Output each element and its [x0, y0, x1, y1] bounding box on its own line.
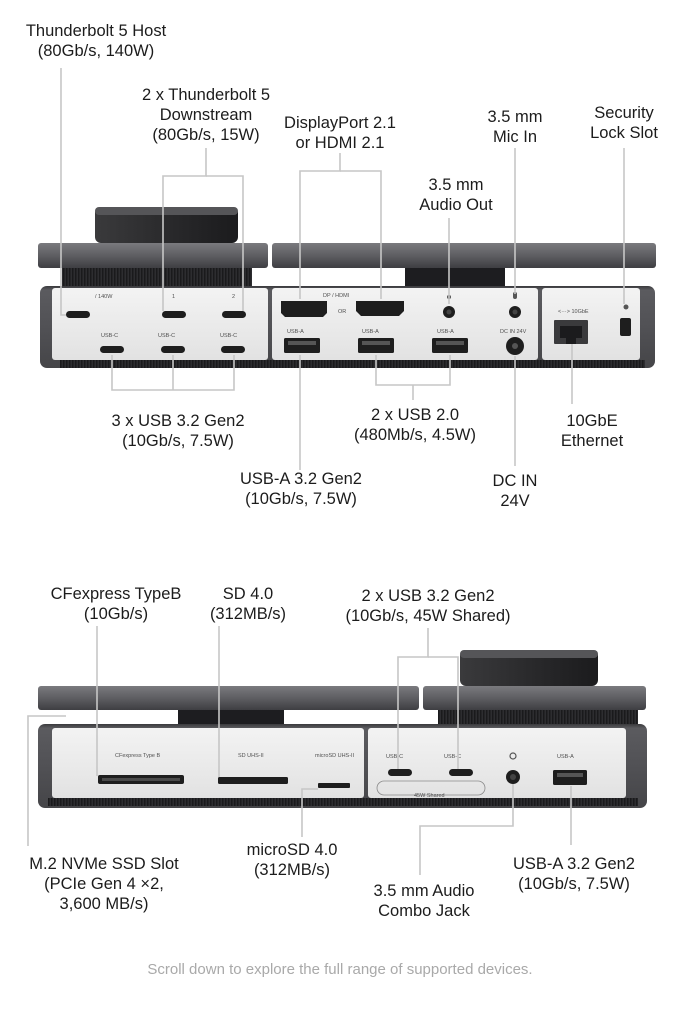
usba-3-text: USB-A — [362, 329, 379, 335]
top-device: / 140W 1 2 USB-C USB-C USB-C DP / HDMI O… — [38, 207, 656, 368]
hdmi-port — [356, 301, 404, 316]
sd-slot — [218, 777, 288, 784]
dp-hdmi-text: DP / HDMI — [323, 293, 350, 299]
microsd-text: microSD UHS-II — [315, 753, 355, 759]
line-tb5-host — [60, 68, 66, 316]
label-usbc-3x: 3 x USB 3.2 Gen2(10Gb/s, 7.5W) — [111, 412, 245, 450]
usbc-port-3 — [100, 346, 124, 353]
headset-icon — [509, 752, 517, 760]
usba-2-text: USB-A — [287, 329, 304, 335]
label-microsd: microSD 4.0(312MB/s) — [246, 841, 338, 879]
tb1-port-text: 1 — [172, 294, 175, 300]
usbc-port-4 — [161, 346, 185, 353]
label-cfexpress: CFexpress TypeB(10Gb/s) — [50, 585, 182, 623]
tb2-port-text: 2 — [232, 294, 235, 300]
eth-speed-text: <···> 10GbE — [558, 309, 589, 315]
callout-lines — [27, 68, 625, 875]
lock-icon — [623, 304, 629, 310]
line-combo — [419, 784, 514, 875]
usbc-1-text: USB-C — [386, 754, 403, 760]
bottom-device: CFexpress Type B SD UHS-II microSD UHS-I… — [38, 650, 647, 808]
usba-port-1 — [553, 770, 587, 785]
usbc-port-2 — [449, 769, 473, 776]
displayport-port — [281, 301, 327, 317]
sd-text: SD UHS-II — [238, 753, 264, 759]
label-usba-gen2-top: USB-A 3.2 Gen2(10Gb/s, 7.5W) — [240, 470, 362, 508]
label-usb20: 2 x USB 2.0(480Mb/s, 4.5W) — [354, 406, 476, 444]
bottom-vent — [438, 710, 638, 726]
label-usbc-pair: 2 x USB 3.2 Gen2(10Gb/s, 45W Shared) — [345, 587, 511, 625]
label-sd: SD 4.0(312MB/s) — [209, 585, 287, 623]
line-hdmi — [340, 170, 382, 299]
line-usbc-pair-2 — [428, 656, 459, 769]
tb5-host-port — [66, 311, 90, 318]
label-tb5-host: Thunderbolt 5 Host(80Gb/s, 140W) — [25, 22, 167, 60]
usbc-port-5 — [221, 346, 245, 353]
tb-host-port-text: / 140W — [95, 294, 113, 300]
mic-icon — [513, 292, 517, 299]
top-knob — [95, 207, 238, 243]
label-usba-gen2-bottom: USB-A 3.2 Gen2(10Gb/s, 7.5W) — [513, 855, 635, 893]
usba-20-port-2 — [432, 338, 468, 353]
security-lock-slot — [620, 318, 631, 336]
usba-gen2-port — [284, 338, 320, 353]
usbc-2-text: USB-C — [444, 754, 461, 760]
microsd-slot — [318, 783, 350, 788]
cfexpress-text: CFexpress Type B — [115, 753, 160, 759]
line-m2 — [27, 715, 66, 846]
tb5-downstream-port-2 — [222, 311, 246, 318]
top-vent — [62, 268, 252, 288]
or-text: OR — [338, 309, 346, 315]
bottom-knob — [460, 650, 598, 686]
dcin-text: DC IN 24V — [500, 329, 527, 335]
tb5-downstream-port-1 — [162, 311, 186, 318]
usba-20-port-1 — [358, 338, 394, 353]
line-tb5-down-1 — [162, 148, 207, 311]
usba-4-text: USB-A — [437, 329, 454, 335]
usbc-4-text: USB-C — [158, 333, 175, 339]
label-m2-ssd: M.2 NVMe SSD Slot(PCIe Gen 4 ×2,3,600 MB… — [29, 855, 179, 913]
usbc-5-text: USB-C — [220, 333, 237, 339]
footer-hint: Scroll down to explore the full range of… — [147, 961, 533, 978]
shared-bracket — [376, 780, 486, 796]
shared-text: 45W Shared — [414, 793, 445, 799]
line-dp — [299, 153, 341, 299]
usbc-port-1 — [388, 769, 412, 776]
line-tb5-down-2 — [206, 175, 244, 311]
line-usbc-pair-1 — [397, 628, 429, 769]
usbc-3-text: USB-C — [101, 333, 118, 339]
line-microsd — [301, 788, 318, 837]
usba-1-text: USB-A — [557, 754, 574, 760]
